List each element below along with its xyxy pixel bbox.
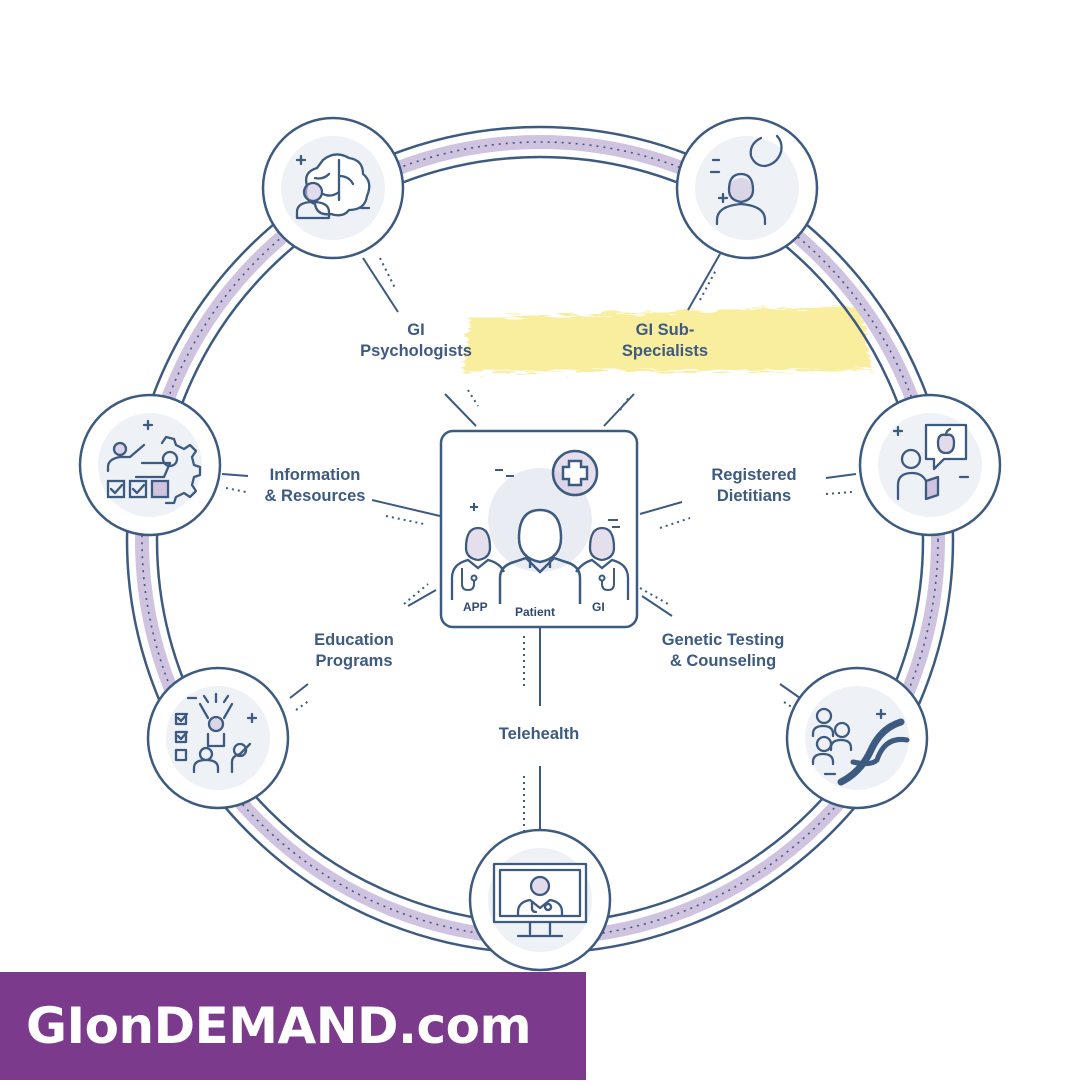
label-genetic-testing: Genetic Testing& Counseling (661, 631, 785, 670)
brain-icon (261, 116, 405, 260)
center-label-gi: GI (592, 600, 605, 614)
gi-clinician-icon (575, 526, 630, 600)
label-telehealth: Telehealth (498, 725, 580, 743)
label-gi-sub-specialists: GI Sub-Specialists (621, 321, 709, 360)
medical-cross-icon (551, 449, 599, 497)
dna-icon (785, 666, 929, 810)
highlight-stroke (462, 306, 872, 372)
brand-banner: GIonDEMAND.com (0, 972, 586, 1080)
celebrating-learners-icon (146, 666, 290, 810)
monitor-doctor-icon (468, 828, 612, 972)
label-information-resources: Information& Resources (264, 466, 366, 505)
gear-checklist-icon (78, 393, 222, 537)
apple-speech-icon (858, 393, 1002, 537)
patient-icon (498, 508, 582, 604)
center-label-patient: Patient (515, 605, 556, 619)
center-label-app: APP (463, 600, 488, 614)
center-hub (439, 429, 639, 629)
stomach-icon (675, 116, 819, 260)
app-clinician-icon (450, 526, 506, 600)
